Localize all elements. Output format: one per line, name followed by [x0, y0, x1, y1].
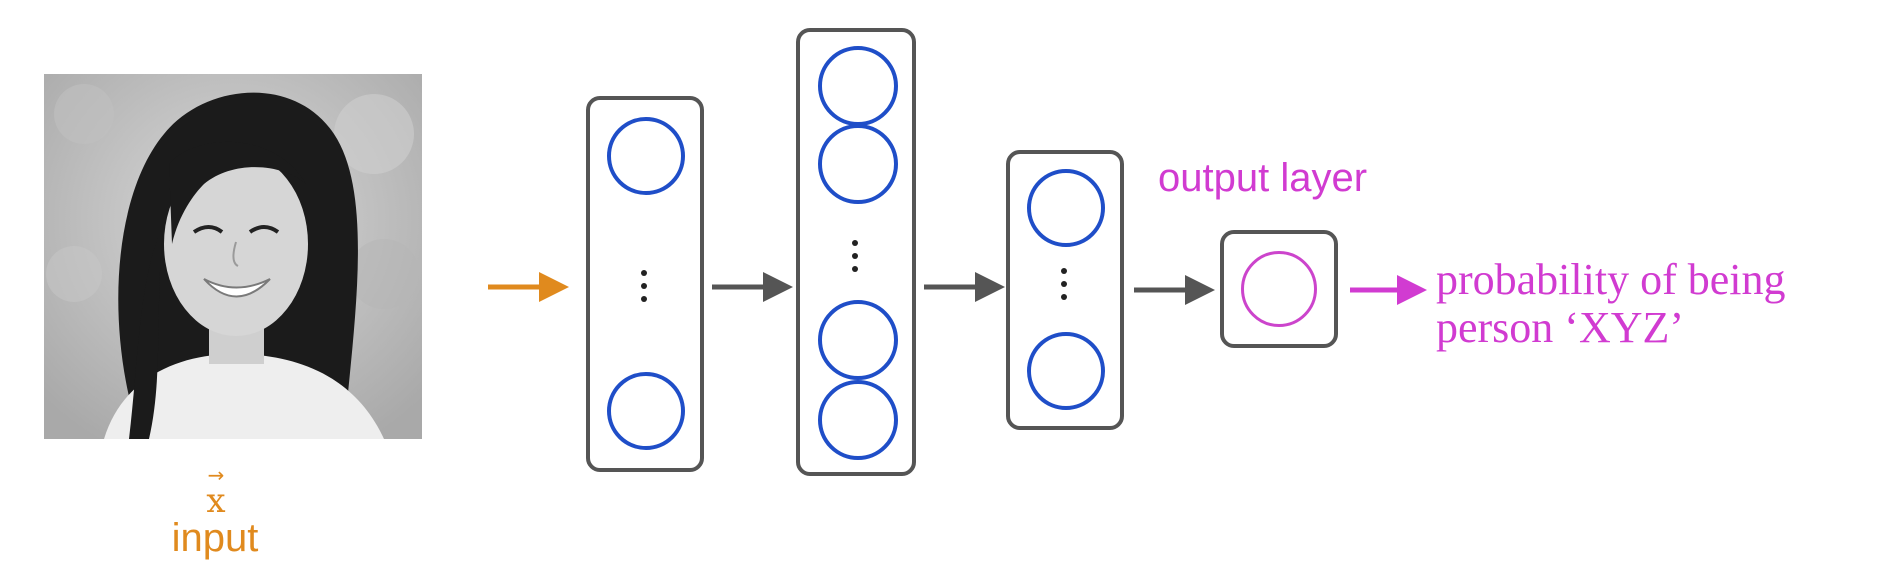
ellipsis-icon	[641, 270, 649, 309]
ellipsis-icon	[1061, 268, 1069, 307]
ellipsis-icon	[852, 240, 860, 279]
neuron	[818, 124, 898, 204]
hidden-layer-1	[586, 96, 704, 472]
output-layer	[1220, 230, 1338, 348]
face-illustration	[44, 74, 422, 439]
hidden-layer-3	[1006, 150, 1124, 430]
face-photo	[44, 74, 422, 439]
result-label: probability of being person ‘XYZ’	[1436, 255, 1786, 353]
input-label: input	[171, 516, 259, 560]
output-layer-label: output layer	[1158, 156, 1368, 200]
neuron	[818, 300, 898, 380]
hidden-layer-2	[796, 28, 916, 476]
neuron	[818, 380, 898, 460]
output-neuron	[1241, 251, 1317, 327]
neuron	[1027, 332, 1105, 410]
vector-arrow-icon: →	[207, 463, 225, 487]
neuron	[1027, 169, 1105, 247]
result-line-1: probability of being	[1436, 255, 1786, 304]
input-vector-symbol: → x	[196, 463, 236, 521]
neuron	[818, 46, 898, 126]
neuron	[607, 117, 685, 195]
vector-x: x	[206, 481, 226, 521]
result-line-2: person ‘XYZ’	[1436, 303, 1685, 353]
neuron	[607, 372, 685, 450]
